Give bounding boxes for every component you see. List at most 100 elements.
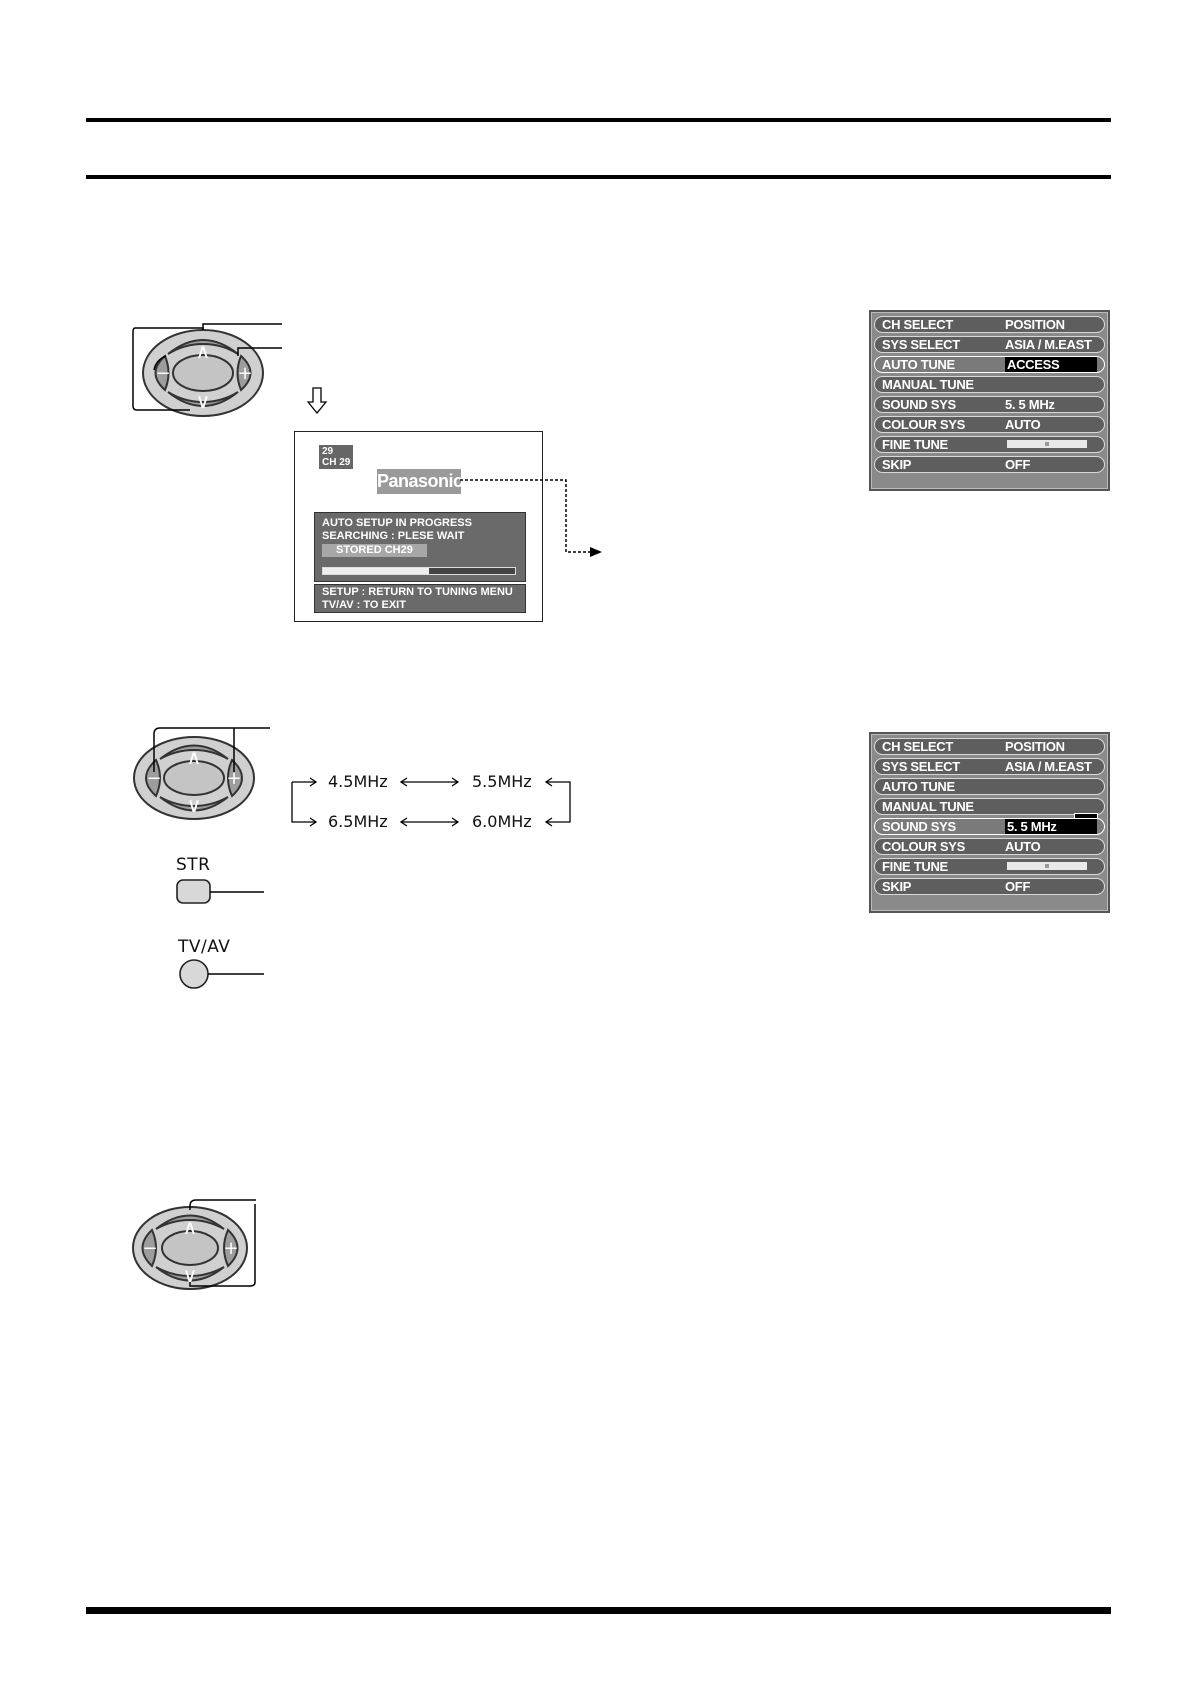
menu-row-colour-sys[interactable]: COLOUR SYS AUTO: [874, 416, 1105, 433]
str-button[interactable]: [176, 879, 266, 910]
down-button[interactable]: [167, 391, 239, 407]
plus-button[interactable]: [236, 354, 252, 392]
menu-row-ch-select[interactable]: CH SELECT POSITION: [874, 316, 1105, 333]
plus-button[interactable]: [223, 1228, 239, 1268]
menu-row-label: FINE TUNE: [882, 859, 948, 874]
bottom-rule: [86, 1607, 1111, 1614]
plus-icon: +: [237, 363, 252, 384]
minus-button[interactable]: [145, 758, 161, 798]
menu-row-value: 5. 5 MHz: [1005, 819, 1097, 834]
menu-row-fine-tune[interactable]: FINE TUNE: [874, 858, 1105, 875]
menu-row-value: AUTO: [1005, 839, 1041, 854]
help-line-1: SETUP : RETURN TO TUNING MENU: [322, 586, 513, 598]
channel-label: CH 29: [322, 457, 351, 468]
down-arrow-icon: ∨: [187, 793, 202, 817]
dotted-pointer-arrow: [460, 472, 605, 562]
menu-row-value: POSITION: [1005, 739, 1065, 754]
menu-row-skip[interactable]: SKIP OFF: [874, 878, 1105, 895]
minus-icon: −: [155, 363, 170, 384]
up-arrow-icon: ∧: [187, 745, 202, 769]
menu-row-value: ASIA / M.EAST: [1005, 759, 1092, 774]
menu-row-label: SOUND SYS: [882, 397, 956, 412]
freq-option: 6.5MHz: [328, 812, 388, 831]
down-button[interactable]: [159, 796, 229, 812]
menu-row-label: CH SELECT: [882, 739, 953, 754]
cursor-indicator-icon: [1074, 813, 1098, 819]
str-button-label: STR: [176, 855, 211, 875]
progress-bar: [322, 567, 516, 575]
menu-row-manual-tune[interactable]: MANUAL TUNE: [874, 376, 1105, 393]
menu-row-auto-tune[interactable]: AUTO TUNE ACCESS: [874, 356, 1105, 373]
menu-row-label: FINE TUNE: [882, 437, 948, 452]
menu-row-sound-sys[interactable]: SOUND SYS 5. 5 MHz: [874, 396, 1105, 413]
plus-button[interactable]: [227, 758, 243, 798]
minus-button[interactable]: [141, 1228, 157, 1268]
menu-row-auto-tune[interactable]: AUTO TUNE: [874, 778, 1105, 795]
plus-icon: +: [226, 768, 241, 789]
channel-indicator: 29 CH 29: [319, 445, 354, 469]
menu-row-value: 5. 5 MHz: [1005, 397, 1055, 412]
menu-row-value: ACCESS: [1005, 357, 1097, 372]
plus-icon: +: [223, 1238, 238, 1259]
progress-fill: [323, 568, 429, 574]
remote-pad-1: ∧ ∨ − +: [130, 318, 290, 430]
menu-row-label: AUTO TUNE: [882, 779, 955, 794]
down-arrow-icon: ∨: [183, 1263, 198, 1287]
freq-option: 5.5MHz: [472, 772, 532, 791]
menu-row-label: SOUND SYS: [882, 819, 956, 834]
frequency-cycle-diagram: 4.5MHz 5.5MHz 6.5MHz 6.0MHz: [288, 770, 578, 834]
menu-row-label: AUTO TUNE: [882, 357, 955, 372]
menu-row-label: CH SELECT: [882, 317, 953, 332]
menu-row-value: OFF: [1005, 879, 1031, 894]
minus-icon: −: [142, 1238, 157, 1259]
freq-option: 4.5MHz: [328, 772, 388, 791]
menu-row-label: SKIP: [882, 457, 912, 472]
menu-row-label: COLOUR SYS: [882, 839, 965, 854]
menu-row-label: SKIP: [882, 879, 912, 894]
menu-row-fine-tune[interactable]: FINE TUNE: [874, 436, 1105, 453]
tvav-button[interactable]: [178, 959, 266, 996]
up-arrow-icon: ∧: [196, 339, 211, 363]
menu-row-manual-tune[interactable]: MANUAL TUNE: [874, 798, 1105, 815]
remote-pad-3: ∧ ∨ − +: [130, 1194, 260, 1294]
menu-row-value: AUTO: [1005, 417, 1041, 432]
minus-icon: −: [146, 768, 161, 789]
tuning-menu-auto-tune: CH SELECT POSITION SYS SELECT ASIA / M.EAST…: [869, 310, 1110, 491]
freq-option: 6.0MHz: [472, 812, 532, 831]
down-arrow-icon: [306, 386, 328, 419]
auto-setup-screen: 29 CH 29 Panasonic AUTO SETUP IN PROGRES…: [294, 431, 543, 622]
up-arrow-icon: ∧: [183, 1215, 198, 1239]
top-rule-1: [86, 118, 1111, 122]
menu-row-label: SYS SELECT: [882, 337, 960, 352]
down-button[interactable]: [155, 1266, 225, 1282]
stored-channel-badge: STORED CH29: [322, 544, 427, 557]
menu-row-value: ASIA / M.EAST: [1005, 337, 1092, 352]
menu-row-value: POSITION: [1005, 317, 1065, 332]
minus-button[interactable]: [154, 354, 170, 392]
menu-row-label: COLOUR SYS: [882, 417, 965, 432]
progress-line-1: AUTO SETUP IN PROGRESS: [322, 517, 472, 529]
down-arrow-icon: ∨: [196, 389, 211, 413]
fine-tune-slider[interactable]: [1007, 862, 1087, 870]
menu-row-skip[interactable]: SKIP OFF: [874, 456, 1105, 473]
up-button[interactable]: [155, 1214, 225, 1230]
channel-number: 29: [322, 446, 334, 457]
progress-line-2: SEARCHING : PLESE WAIT: [322, 530, 465, 542]
brand-logo: Panasonic: [377, 469, 463, 494]
help-panel: SETUP : RETURN TO TUNING MENU TV/AV : TO…: [314, 584, 526, 613]
menu-row-value: OFF: [1005, 457, 1031, 472]
menu-row-sys-select[interactable]: SYS SELECT ASIA / M.EAST: [874, 336, 1105, 353]
help-line-2: TV/AV : TO EXIT: [322, 599, 406, 611]
menu-row-ch-select[interactable]: CH SELECT POSITION: [874, 738, 1105, 755]
tvav-button-label: TV/AV: [178, 937, 231, 957]
menu-row-colour-sys[interactable]: COLOUR SYS AUTO: [874, 838, 1105, 855]
fine-tune-slider[interactable]: [1007, 440, 1087, 448]
menu-row-sound-sys[interactable]: SOUND SYS 5. 5 MHz: [874, 813, 1105, 835]
menu-row-label: MANUAL TUNE: [882, 799, 974, 814]
menu-row-label: MANUAL TUNE: [882, 377, 974, 392]
top-rule-2: [86, 175, 1111, 179]
up-button[interactable]: [167, 339, 239, 355]
remote-pad-2: ∧ ∨ − +: [130, 722, 290, 822]
up-button[interactable]: [159, 744, 229, 760]
